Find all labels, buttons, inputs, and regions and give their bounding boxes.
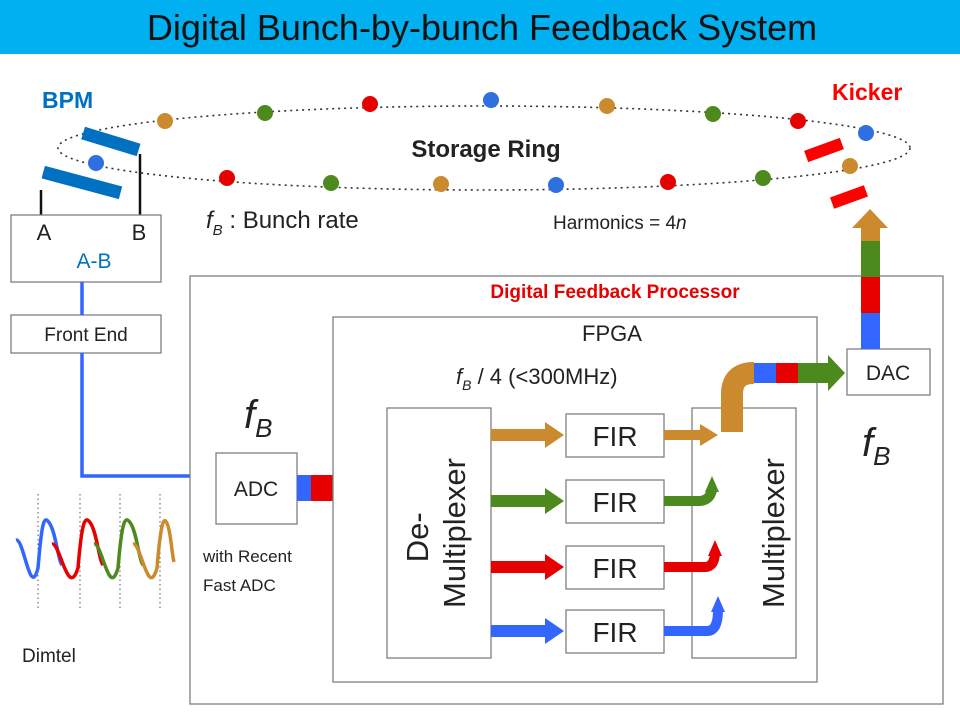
fir-box-2 (565, 479, 665, 524)
fir-box-1 (565, 413, 665, 458)
electrode-a-label: A (37, 220, 52, 245)
bpm-electrodes (39, 126, 142, 215)
front-end-label: Front End (44, 325, 127, 346)
adc-note-line1: with Recent (202, 547, 292, 566)
demultiplexer-label: De- Multiplexer (400, 458, 472, 608)
bpm-label: BPM (42, 87, 93, 113)
dimtel-label: Dimtel (22, 646, 76, 667)
kicker-electrodes (804, 137, 868, 209)
bunch-orange-10 (842, 158, 858, 174)
bunch-orange-14 (433, 176, 449, 192)
bunch-red-12 (660, 174, 676, 190)
dac-to-kicker-arrow (852, 209, 888, 349)
bunch-green-11 (755, 170, 771, 186)
adc-label: ADC (234, 478, 278, 501)
bunch-blue-8 (858, 125, 874, 141)
front-end-box (10, 314, 162, 354)
bunch-orange-5 (599, 98, 615, 114)
fpga-rate-label: fB / 4 (<300MHz) (456, 364, 618, 393)
bunch-red-3 (362, 96, 378, 112)
storage-ring-path (57, 105, 911, 191)
multiplexer-label: Multiplexer (756, 458, 791, 608)
fir-label-4: FIR (592, 617, 637, 648)
bunch-green-6 (705, 106, 721, 122)
fir-label-2: FIR (592, 487, 637, 518)
ab-hybrid-box (10, 214, 162, 283)
bunch-red-7 (790, 113, 806, 129)
bunch-rate-label: fB : Bunch rate (206, 207, 359, 239)
mux-to-dac-arrow (721, 355, 845, 432)
demux-to-fir-arrows (491, 422, 564, 644)
multiplexer-box (691, 407, 797, 659)
fir-to-mux-arrows (664, 424, 725, 636)
dac-box (846, 348, 931, 396)
electrode-b-label: B (132, 220, 147, 245)
bunch-green-15 (323, 175, 339, 191)
kicker-label: Kicker (832, 79, 902, 105)
a-minus-b-label: A-B (76, 250, 111, 273)
bunch-blue-9 (88, 155, 104, 171)
title-bar (0, 0, 960, 54)
bunch-green-2 (257, 105, 273, 121)
fir-box-4 (565, 609, 665, 654)
processor-label: Digital Feedback Processor (490, 282, 740, 303)
adc-box (215, 452, 298, 525)
bunch-red-16 (219, 170, 235, 186)
ring-bunches (88, 92, 874, 193)
bunch-orange-1 (157, 113, 173, 129)
dac-label: DAC (866, 362, 910, 385)
demultiplexer-box (386, 407, 492, 659)
fpga-label: FPGA (582, 321, 642, 346)
bunch-blue-4 (483, 92, 499, 108)
bunch-blue-13 (548, 177, 564, 193)
page-title: Digital Bunch-by-bunch Feedback System (147, 7, 817, 48)
fir-label-3: FIR (592, 553, 637, 584)
storage-ring-label: Storage Ring (411, 136, 560, 163)
harmonics-label: Harmonics = 4n (553, 213, 687, 234)
fir-label-1: FIR (592, 421, 637, 452)
signal-wire (80, 282, 205, 478)
adc-note-line2: Fast ADC (203, 576, 276, 595)
bunch-waveform (14, 494, 176, 608)
